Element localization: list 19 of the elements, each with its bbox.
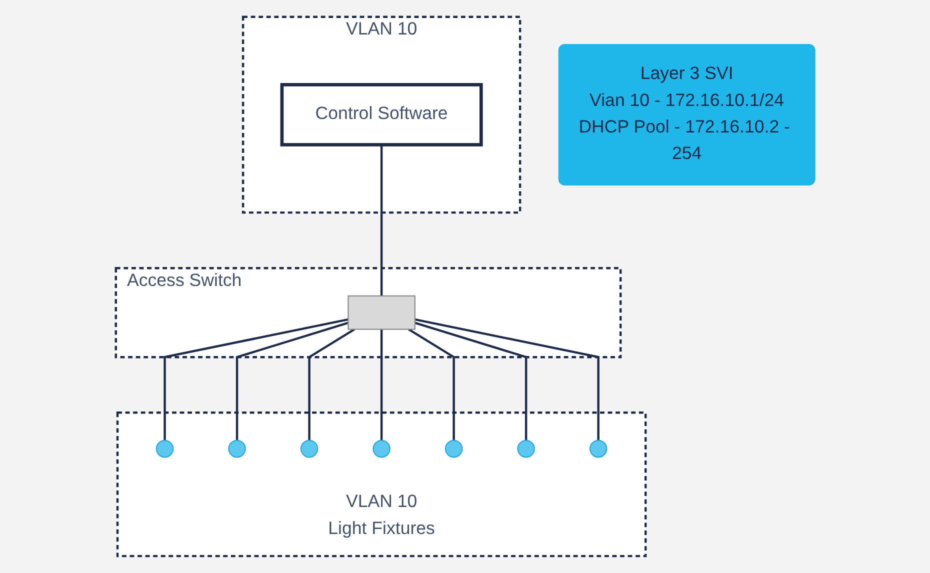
connector: [414, 322, 527, 440]
connector: [380, 329, 382, 440]
node-circle: [300, 440, 318, 458]
node-circle: [228, 440, 246, 458]
node-box: [347, 295, 416, 330]
connector: [308, 328, 355, 440]
node-box: Control Software: [280, 83, 483, 146]
connector: [414, 318, 600, 440]
node-circle: [589, 440, 607, 458]
connector: [408, 328, 455, 440]
connector: [236, 322, 348, 440]
node-circle: [156, 440, 174, 458]
node-circle: [516, 440, 535, 458]
connector: [380, 144, 382, 296]
node-circle: [372, 440, 390, 458]
connector: [163, 318, 348, 440]
cluster: Access Switch: [114, 267, 622, 358]
node-circle: [444, 440, 462, 458]
cluster: VLAN 10 Light Fixtures: [116, 412, 646, 558]
